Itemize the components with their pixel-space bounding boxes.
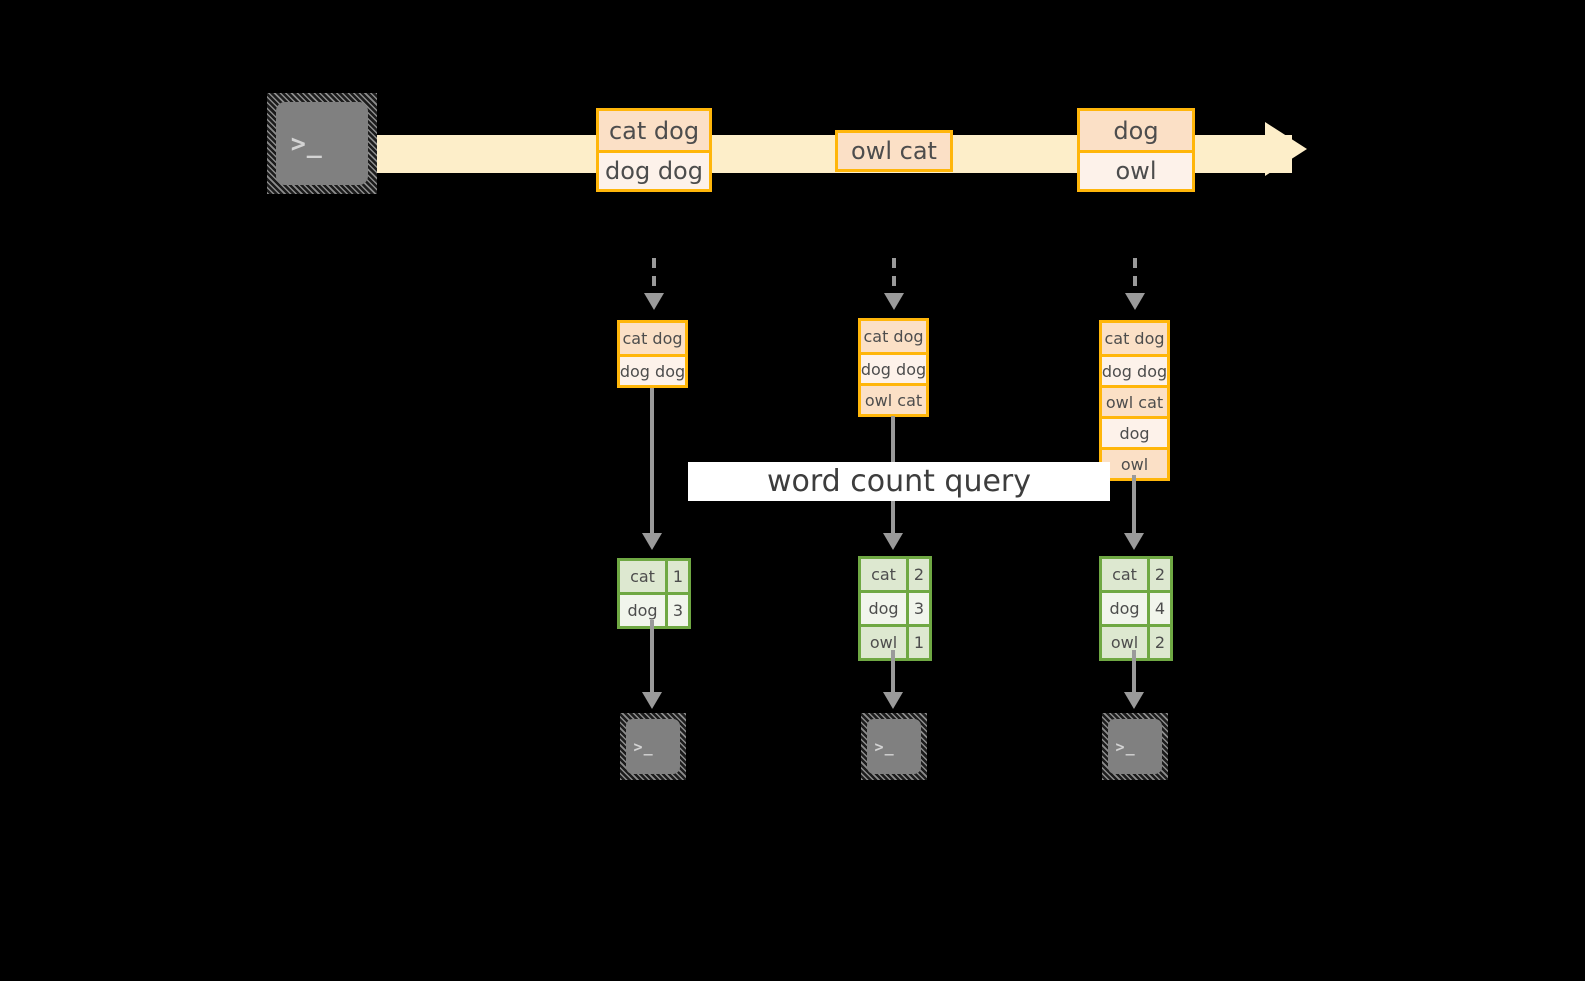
query-banner-label: word count query	[766, 464, 1032, 499]
terminal-prompt-glyph: >_	[290, 129, 323, 158]
terminal-prompt-glyph: >_	[1115, 737, 1136, 756]
state-record-row: dog	[1102, 416, 1167, 447]
word-cell: cat	[1102, 559, 1147, 590]
stream-record-row: owl	[1080, 150, 1192, 189]
sink-terminal-icon[interactable]: >_	[620, 713, 686, 780]
accumulated-state-group[interactable]: cat dog dog dog owl cat dog owl	[1099, 320, 1170, 481]
table-row: cat 1	[620, 561, 688, 592]
table-row: owl 2	[1102, 624, 1170, 658]
state-record-row: dog dog	[620, 354, 685, 385]
word-cell: owl	[1102, 627, 1147, 658]
stream-record-group[interactable]: owl cat	[835, 130, 953, 172]
word-cell: cat	[861, 559, 906, 590]
table-row: dog 3	[861, 590, 929, 624]
word-cell: cat	[620, 561, 665, 592]
count-cell: 1	[665, 561, 688, 592]
stream-record-row: dog	[1080, 111, 1192, 150]
state-to-result-connector	[650, 388, 654, 536]
stream-to-state-arrowhead	[644, 293, 664, 310]
state-record-row: dog dog	[1102, 354, 1167, 385]
stream-to-state-connector	[892, 258, 896, 296]
table-row: dog 4	[1102, 590, 1170, 624]
word-cell: owl	[861, 627, 906, 658]
result-to-sink-connector	[650, 620, 654, 695]
stream-to-state-arrowhead	[1125, 293, 1145, 310]
query-banner: word count query	[688, 462, 1110, 501]
count-cell: 2	[906, 559, 929, 590]
terminal-prompt-glyph: >_	[874, 737, 895, 756]
table-row: dog 3	[620, 592, 688, 626]
state-to-result-connector	[1132, 475, 1136, 536]
sink-terminal-icon[interactable]: >_	[1102, 713, 1168, 780]
count-cell: 2	[1147, 559, 1170, 590]
table-row: owl 1	[861, 624, 929, 658]
terminal-screen: >_	[867, 719, 921, 774]
state-to-result-arrowhead	[642, 533, 662, 550]
terminal-prompt-glyph: >_	[633, 737, 654, 756]
stream-record-row: owl cat	[838, 133, 950, 169]
word-count-result-table[interactable]: cat 1 dog 3	[617, 558, 691, 629]
stream-record-row: cat dog	[599, 111, 709, 150]
word-cell: dog	[1102, 593, 1147, 624]
result-to-sink-arrowhead	[883, 692, 903, 709]
state-record-row: cat dog	[861, 321, 926, 352]
table-row: cat 2	[1102, 559, 1170, 590]
count-cell: 4	[1147, 593, 1170, 624]
stream-to-state-arrowhead	[884, 293, 904, 310]
stream-record-row: dog dog	[599, 150, 709, 189]
sink-terminal-icon[interactable]: >_	[861, 713, 927, 780]
word-count-result-table[interactable]: cat 2 dog 4 owl 2	[1099, 556, 1173, 661]
accumulated-state-group[interactable]: cat dog dog dog owl cat	[858, 318, 929, 417]
state-record-row: cat dog	[1102, 323, 1167, 354]
stream-to-state-connector	[1133, 258, 1137, 296]
state-record-row: owl cat	[1102, 385, 1167, 416]
count-cell: 3	[665, 595, 688, 626]
state-record-row: owl	[1102, 447, 1167, 478]
state-to-result-arrowhead	[1124, 533, 1144, 550]
accumulated-state-group[interactable]: cat dog dog dog	[617, 320, 688, 388]
stream-record-group[interactable]: cat dog dog dog	[596, 108, 712, 192]
state-record-row: dog dog	[861, 352, 926, 383]
event-stream-arrowhead	[1265, 122, 1307, 176]
count-cell: 2	[1147, 627, 1170, 658]
count-cell: 1	[906, 627, 929, 658]
stream-to-state-connector	[652, 258, 656, 296]
state-to-result-arrowhead	[883, 533, 903, 550]
word-cell: dog	[861, 593, 906, 624]
result-to-sink-connector	[1132, 650, 1136, 695]
terminal-screen: >_	[1108, 719, 1162, 774]
terminal-screen: >_	[276, 102, 368, 185]
result-to-sink-arrowhead	[1124, 692, 1144, 709]
word-cell: dog	[620, 595, 665, 626]
state-record-row: owl cat	[861, 383, 926, 414]
result-to-sink-arrowhead	[642, 692, 662, 709]
result-to-sink-connector	[891, 650, 895, 695]
table-row: cat 2	[861, 559, 929, 590]
stream-record-group[interactable]: dog owl	[1077, 108, 1195, 192]
state-record-row: cat dog	[620, 323, 685, 354]
word-count-result-table[interactable]: cat 2 dog 3 owl 1	[858, 556, 932, 661]
count-cell: 3	[906, 593, 929, 624]
source-terminal-icon[interactable]: >_	[267, 93, 377, 194]
terminal-screen: >_	[626, 719, 680, 774]
